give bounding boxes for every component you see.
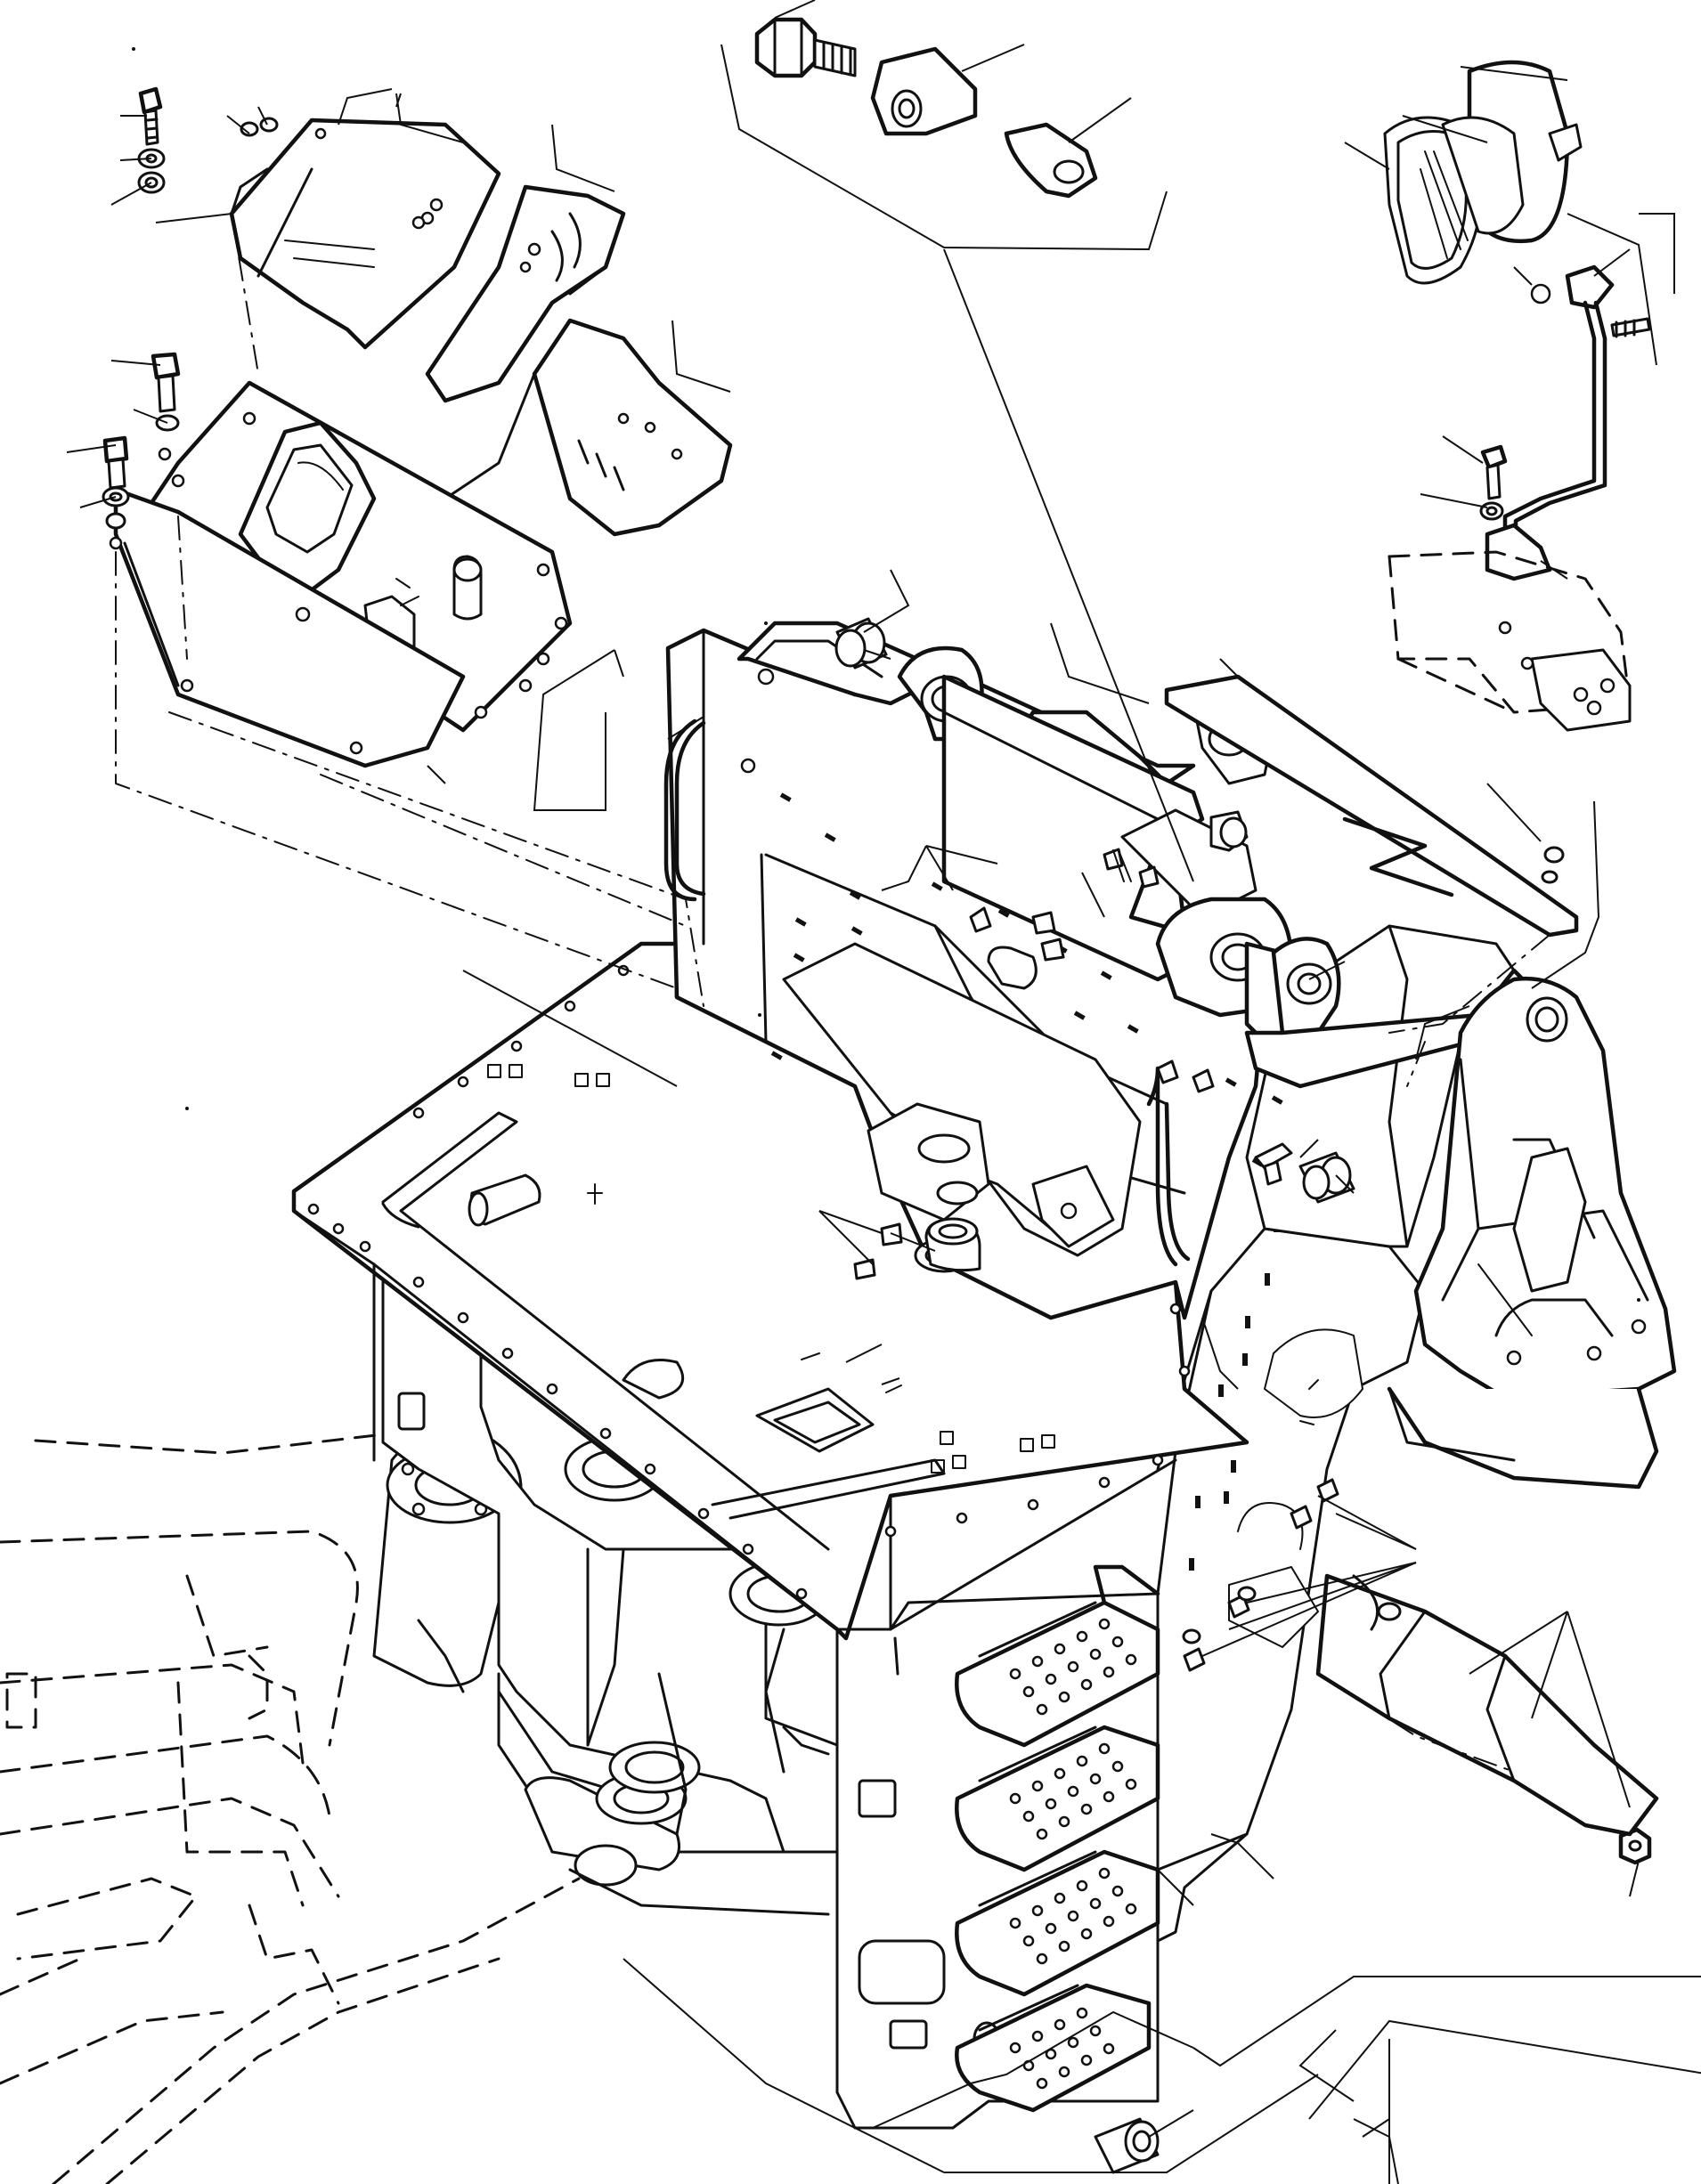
mirror-icon <box>1383 60 1570 285</box>
bolt-icon <box>754 17 857 78</box>
bolt-icon <box>102 435 129 490</box>
right-bracket <box>1413 977 1677 1401</box>
washer-icon <box>240 117 279 137</box>
washer-icon <box>102 486 130 507</box>
mounting-centerlines <box>115 213 1550 1773</box>
top-cover-plate <box>229 118 501 350</box>
bolt-icon <box>138 86 163 146</box>
mirror-assembly <box>1383 60 1651 732</box>
top-bolt-assembly <box>754 17 1098 199</box>
bolt-icon <box>151 352 181 413</box>
nut-icon <box>1541 846 1565 884</box>
middle-cover-plate <box>425 184 626 403</box>
nut-icon <box>1618 1827 1652 1865</box>
step-2 <box>955 1725 1160 1872</box>
left-hardware <box>102 86 1652 1865</box>
phantom-rear-frame <box>0 1432 581 2184</box>
instrument-console <box>140 380 573 733</box>
frame-bushings <box>834 617 1355 1280</box>
callout-leaders <box>66 0 1701 2184</box>
step-3 <box>955 1849 1160 1997</box>
nut-icon <box>105 512 126 530</box>
scan-specks <box>132 47 1640 1302</box>
cover-fragments <box>1182 1328 1659 1837</box>
step-1 <box>955 1564 1160 1748</box>
lower-frame-foot <box>1387 1386 1659 1490</box>
tread-holes <box>1009 1618 1137 2090</box>
bottom-cover-plate <box>109 487 466 768</box>
lower-cover-plate <box>444 318 733 537</box>
